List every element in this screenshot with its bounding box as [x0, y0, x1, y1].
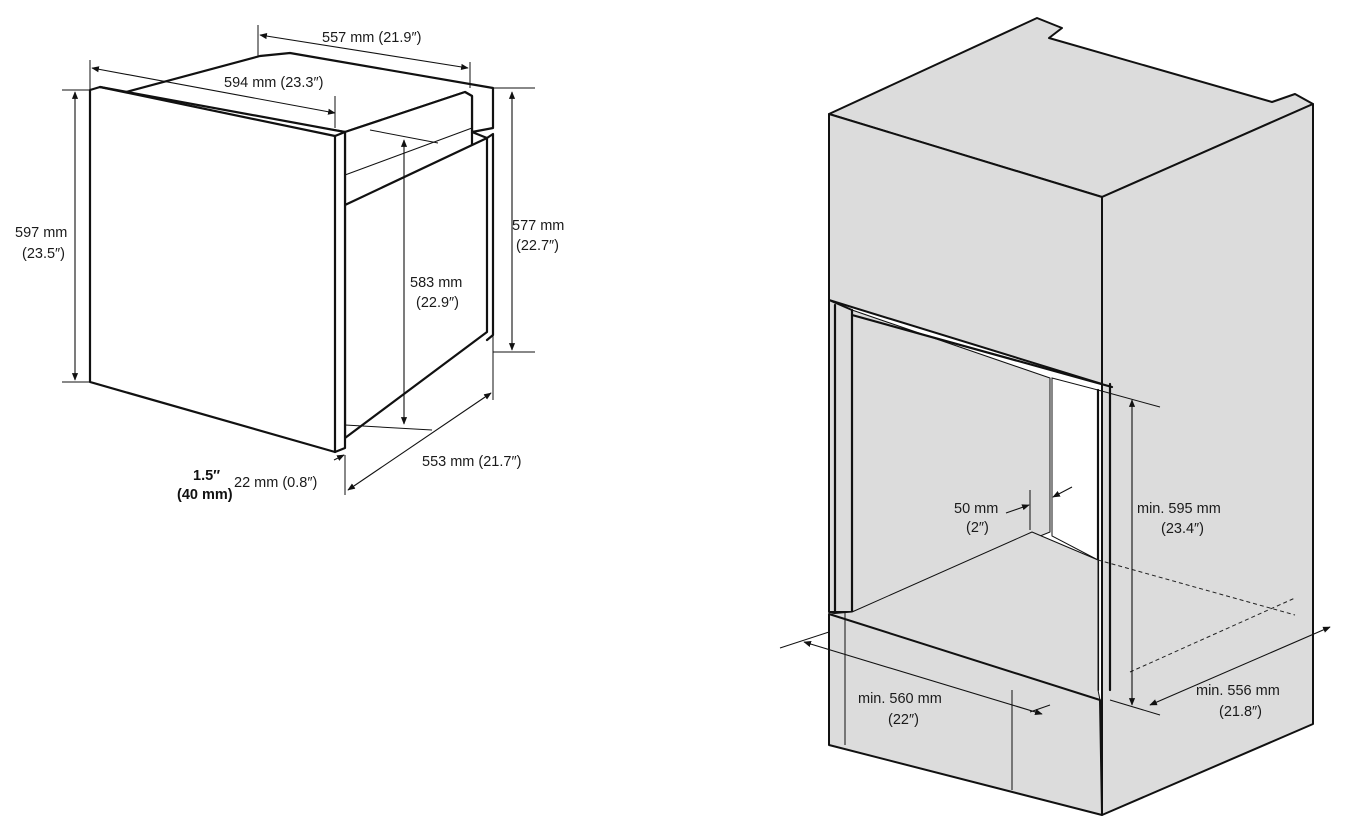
gap-mm-label: 50 mm	[954, 501, 998, 517]
min-height-in-label: (23.4″)	[1161, 521, 1204, 537]
oven-height-back-in-label: (22.7″)	[516, 238, 559, 254]
min-height-mm-label: min. 595 mm	[1137, 501, 1221, 517]
door-thickness-label: 22 mm (0.8″)	[234, 475, 317, 491]
oven-height-body-in-label: (22.9″)	[416, 295, 459, 311]
front-offset-mm-label: (40 mm)	[177, 487, 233, 503]
oven-drawing	[62, 25, 535, 495]
cabinet-right-panel	[1101, 103, 1314, 816]
cabinet-drawing	[779, 17, 1331, 816]
oven-width-front-label: 594 mm (23.3″)	[224, 75, 323, 91]
gap-in-label: (2″)	[966, 520, 989, 536]
oven-door	[88, 85, 347, 454]
oven-depth-label: 553 mm (21.7″)	[422, 454, 521, 470]
min-width-in-label: (22″)	[888, 712, 919, 728]
min-depth-mm-label: min. 556 mm	[1196, 683, 1280, 699]
cabinet-left-panel	[828, 299, 853, 613]
oven-width-top-label: 557 mm (21.9″)	[322, 30, 421, 46]
min-depth-in-label: (21.8″)	[1219, 704, 1262, 720]
cabinet-rear-gap	[1051, 377, 1099, 561]
oven-height-total-mm-label: 597 mm	[15, 225, 67, 241]
oven-height-body-mm-label: 583 mm	[410, 275, 462, 291]
min-width-mm-label: min. 560 mm	[858, 691, 942, 707]
oven-height-back-mm-label: 577 mm	[512, 218, 564, 234]
oven-height-total-in-label: (23.5″)	[22, 246, 65, 262]
front-offset-in-label: 1.5″	[193, 468, 220, 484]
